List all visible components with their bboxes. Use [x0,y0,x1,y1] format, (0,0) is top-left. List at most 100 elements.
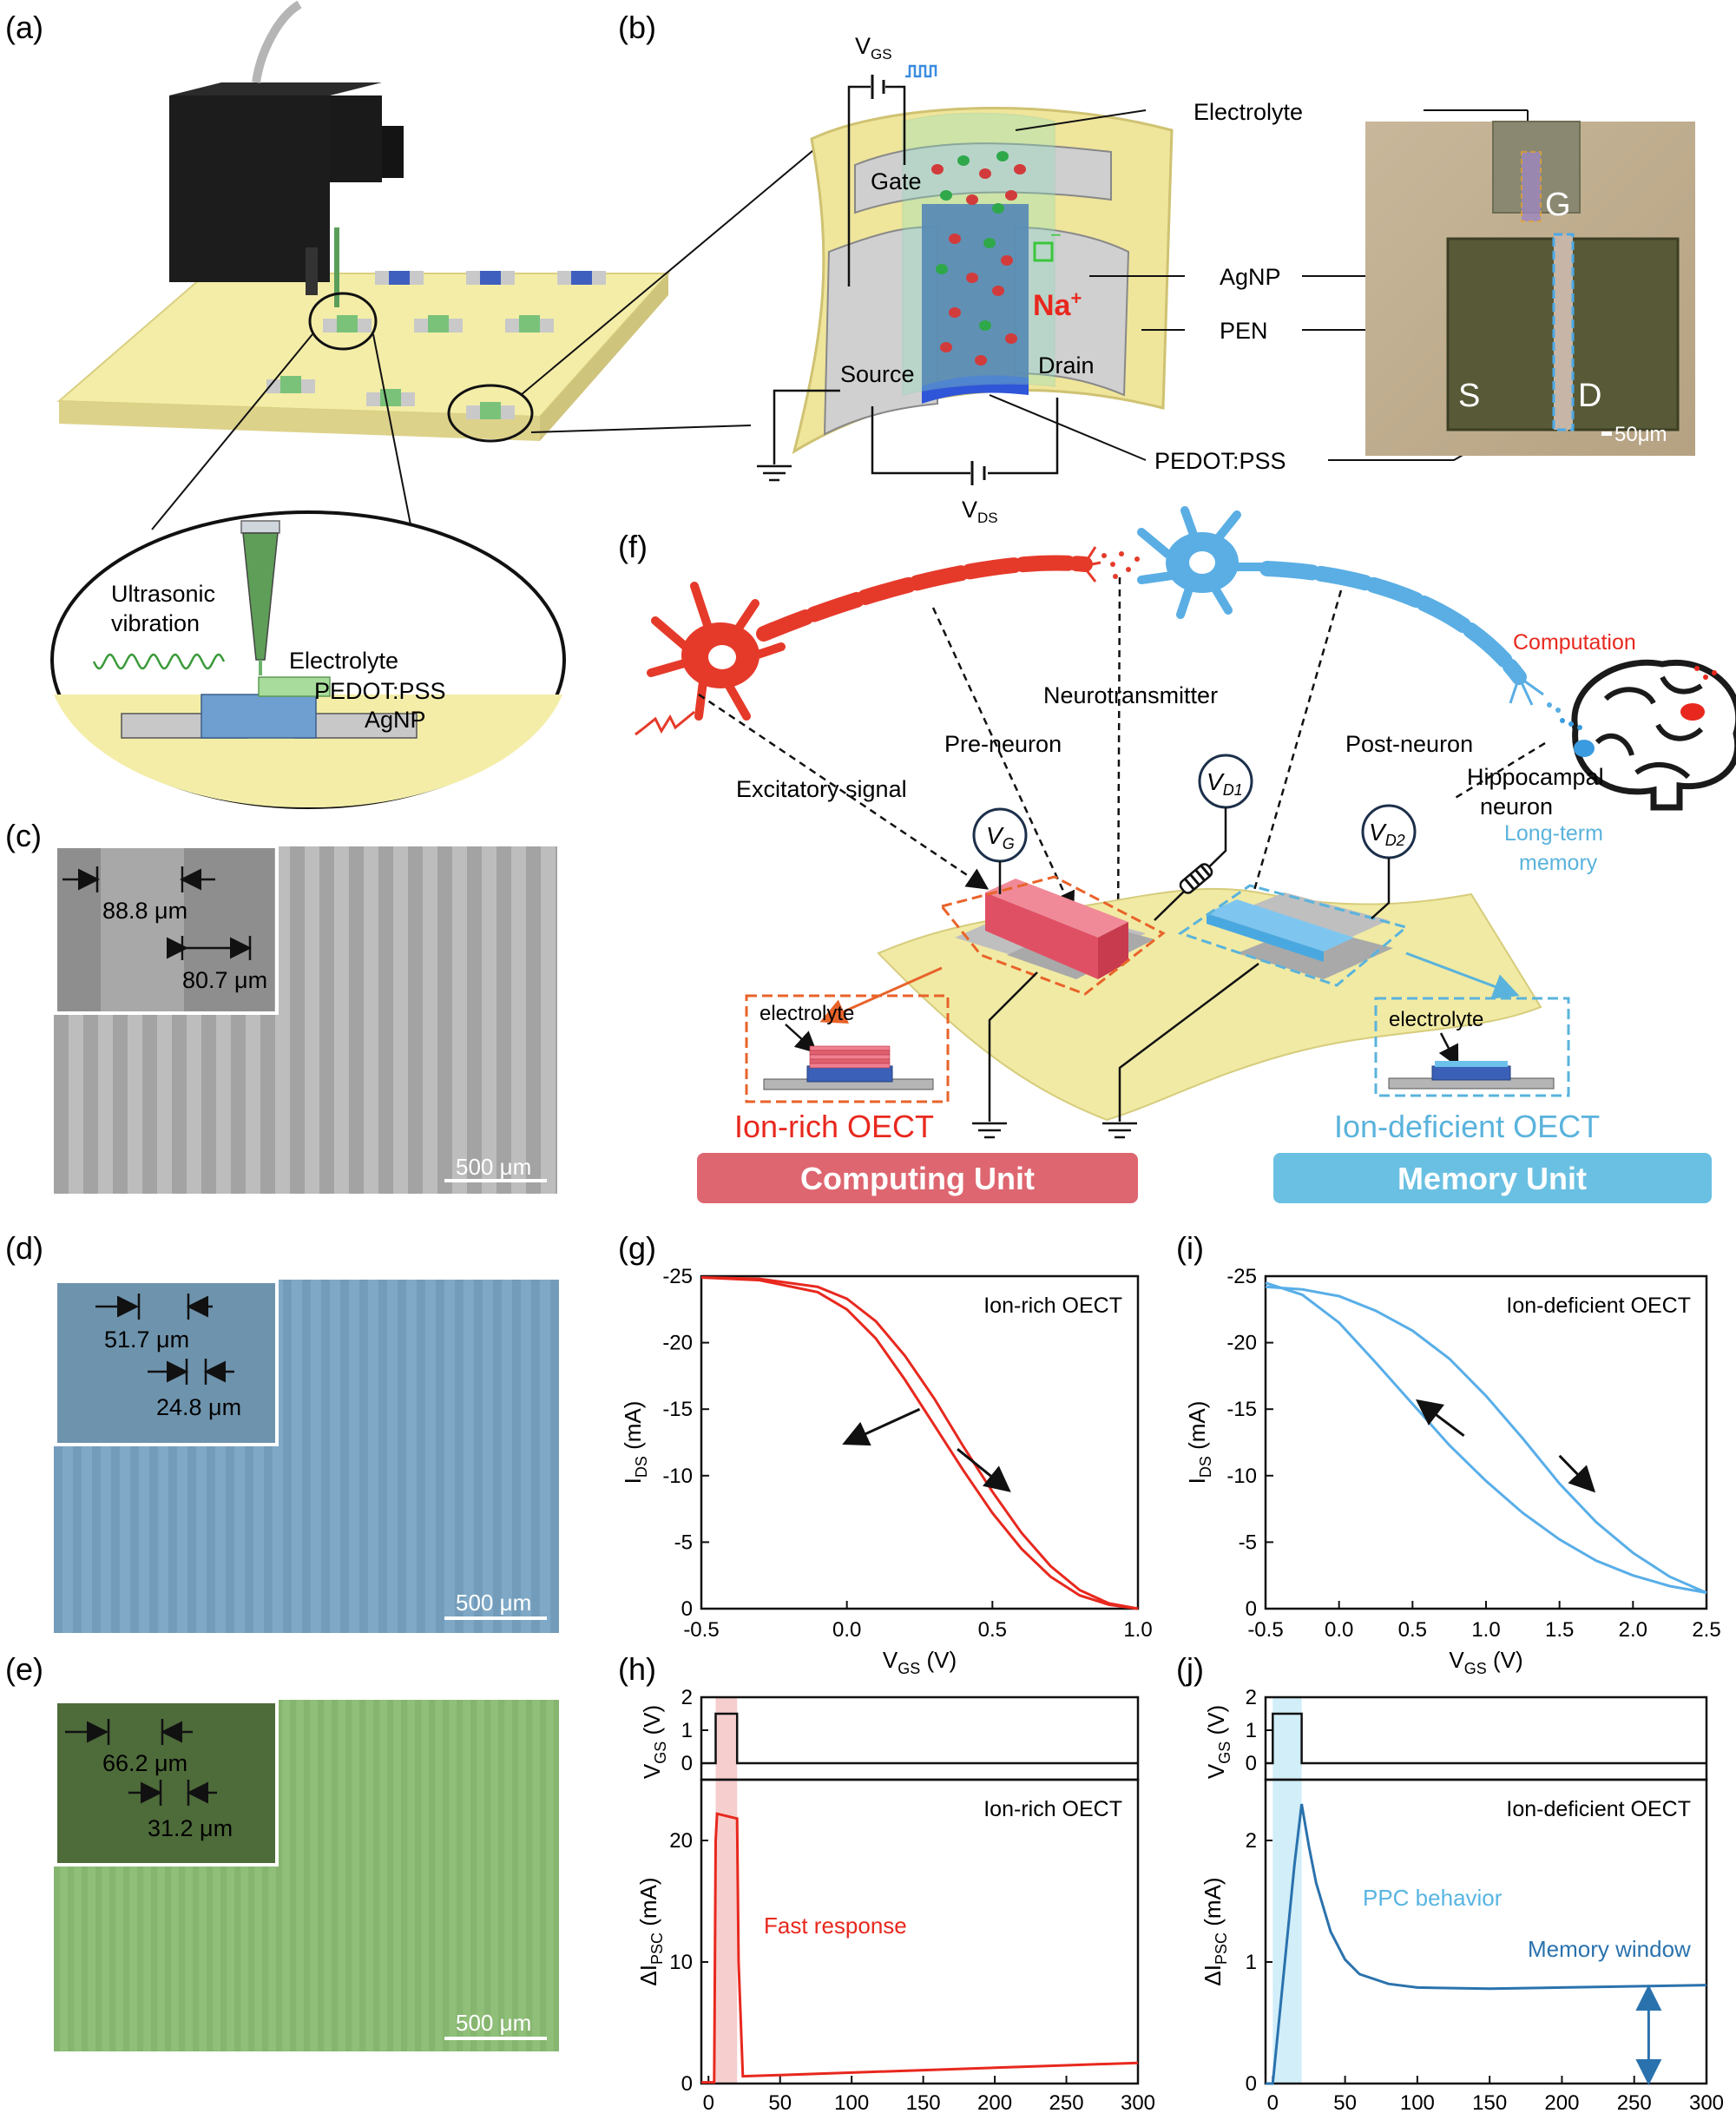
micro-s-label: S [1458,378,1480,414]
neurotransmitter-label: Neurotransmitter [1043,682,1218,708]
zoom-electrolyte [258,676,331,697]
stripe [429,1700,436,2051]
hippocampal-label-2: neuron [1480,793,1553,820]
stripe [302,1280,311,1633]
hippocampal-terminal [1509,675,1561,713]
guide-neurotransmitter [1107,576,1129,942]
x-tick-label: 150 [1472,2091,1507,2115]
ion-dot [992,286,1004,296]
stripe [484,1700,491,2051]
memory-dots [1560,718,1582,730]
stripe [470,1700,477,2051]
computing-highlight [939,875,1166,996]
ion-dot [940,190,952,201]
post-neuron-axon [1259,561,1527,685]
stripe [467,846,482,1194]
ion-dot [949,307,961,318]
ion-dot [966,273,978,283]
ion-rich-stack [809,1045,891,1069]
scale-label-e: 500 μm [456,2010,531,2036]
stripe [179,1700,186,2051]
panel-e-letter: (e) [5,1651,43,1687]
stripe [387,1700,394,2051]
stripe [207,1700,214,2051]
ion-rich-pedot [806,1065,893,1083]
ion-rich-electrolyte-arrow [785,1024,818,1054]
stripe [408,846,423,1194]
stripe [349,846,364,1194]
memory-gel-front [1207,913,1324,962]
computation-label: Computation [1513,630,1636,655]
pulse-shade [1272,1697,1302,2084]
y-tick-label-bottom: 10 [669,1951,693,1974]
panel-j-letter: (j) [1176,1651,1204,1687]
stripe [359,1700,366,2051]
annotation-fast-response: Fast response [764,1913,907,1939]
stripe [248,1700,255,2051]
ion-layer [809,1050,891,1056]
plot-title: Ion-rich OECT [983,1294,1122,1318]
x-tick-label: 100 [834,2091,869,2115]
panel-a: (a) [5,0,830,809]
ion-deficient-gel [1435,1061,1508,1067]
stripe [283,1280,292,1633]
computing-inset-pointer [819,966,943,1024]
y-tick-label-top: 1 [1246,1719,1257,1742]
pulse-icon [905,64,937,78]
x-tick-label: 50 [1333,2091,1357,2115]
y-tick-label-bottom: 2 [1246,1829,1257,1853]
drain-electrode [1015,226,1130,397]
x-tick-label: 250 [1617,2091,1652,2115]
y-tick-label-bottom: 0 [1246,2072,1257,2096]
stripe [54,1280,62,1633]
x-tick-label: 0.5 [978,1618,1007,1642]
source-electrode [823,226,938,436]
x-axis-label: VGS (V) [1449,1647,1522,1677]
stripe [109,1700,116,2051]
stripe [554,1700,559,2051]
x-tick-label: 100 [1400,2091,1435,2115]
y-tick-label: -5 [674,1531,693,1554]
y-tick-label: -15 [662,1398,693,1421]
post-neuron-body [1137,506,1267,619]
stripe [378,846,393,1194]
ultrasonic-label-1: Ultrasonic [111,581,215,607]
memory-inset-pointer [1405,951,1520,999]
y-tick-label: -5 [1239,1531,1257,1554]
plot-title: Ion-deficient OECT [1506,1797,1691,1821]
na-ion-label: Na+ [1033,287,1082,322]
callout-electrolyte-line [1015,109,1147,131]
excitatory-spike-icon [641,710,695,734]
substrate-a-side [540,273,668,441]
stripe [82,1700,89,2051]
panel-b: (b) − Na+ Gate Source Drain VGS VDS El [618,10,1695,526]
callout-pen: PEN [1220,318,1268,344]
inset-d-label-b: 24.8 μm [156,1394,241,1420]
y-axis-label-bottom: ΔIPSC (mA) [635,1877,666,1985]
y-axis-label-top: VGS (V) [639,1705,669,1779]
guide-pre-neuron [931,607,1075,914]
electrolyte-gel [902,112,1055,396]
ion-dot [949,234,961,244]
inset-c-label-a: 88.8 μm [102,898,187,924]
stripe [345,1700,352,2051]
stripe [73,1280,82,1633]
stripe [496,846,511,1194]
y-tick-label: -10 [1226,1465,1257,1488]
y-tick-label-bottom: 20 [669,1829,693,1853]
ion-cloud [931,151,1026,365]
scale-bar-c [444,1179,547,1182]
zoom-line-left [151,333,313,530]
plot-frame-bottom [700,1778,1140,2085]
memory-unit-banner [1273,1153,1712,1203]
x-tick-label: 1.0 [1123,1618,1152,1642]
memory-highlight [1177,884,1410,987]
micro-channel [1552,233,1575,431]
zoom-circle-small [308,292,378,351]
annotation-memory-window: Memory window [1528,1936,1691,1962]
x-tick-label: 200 [1544,2091,1579,2115]
inset-d-label-a: 51.7 μm [104,1327,189,1353]
